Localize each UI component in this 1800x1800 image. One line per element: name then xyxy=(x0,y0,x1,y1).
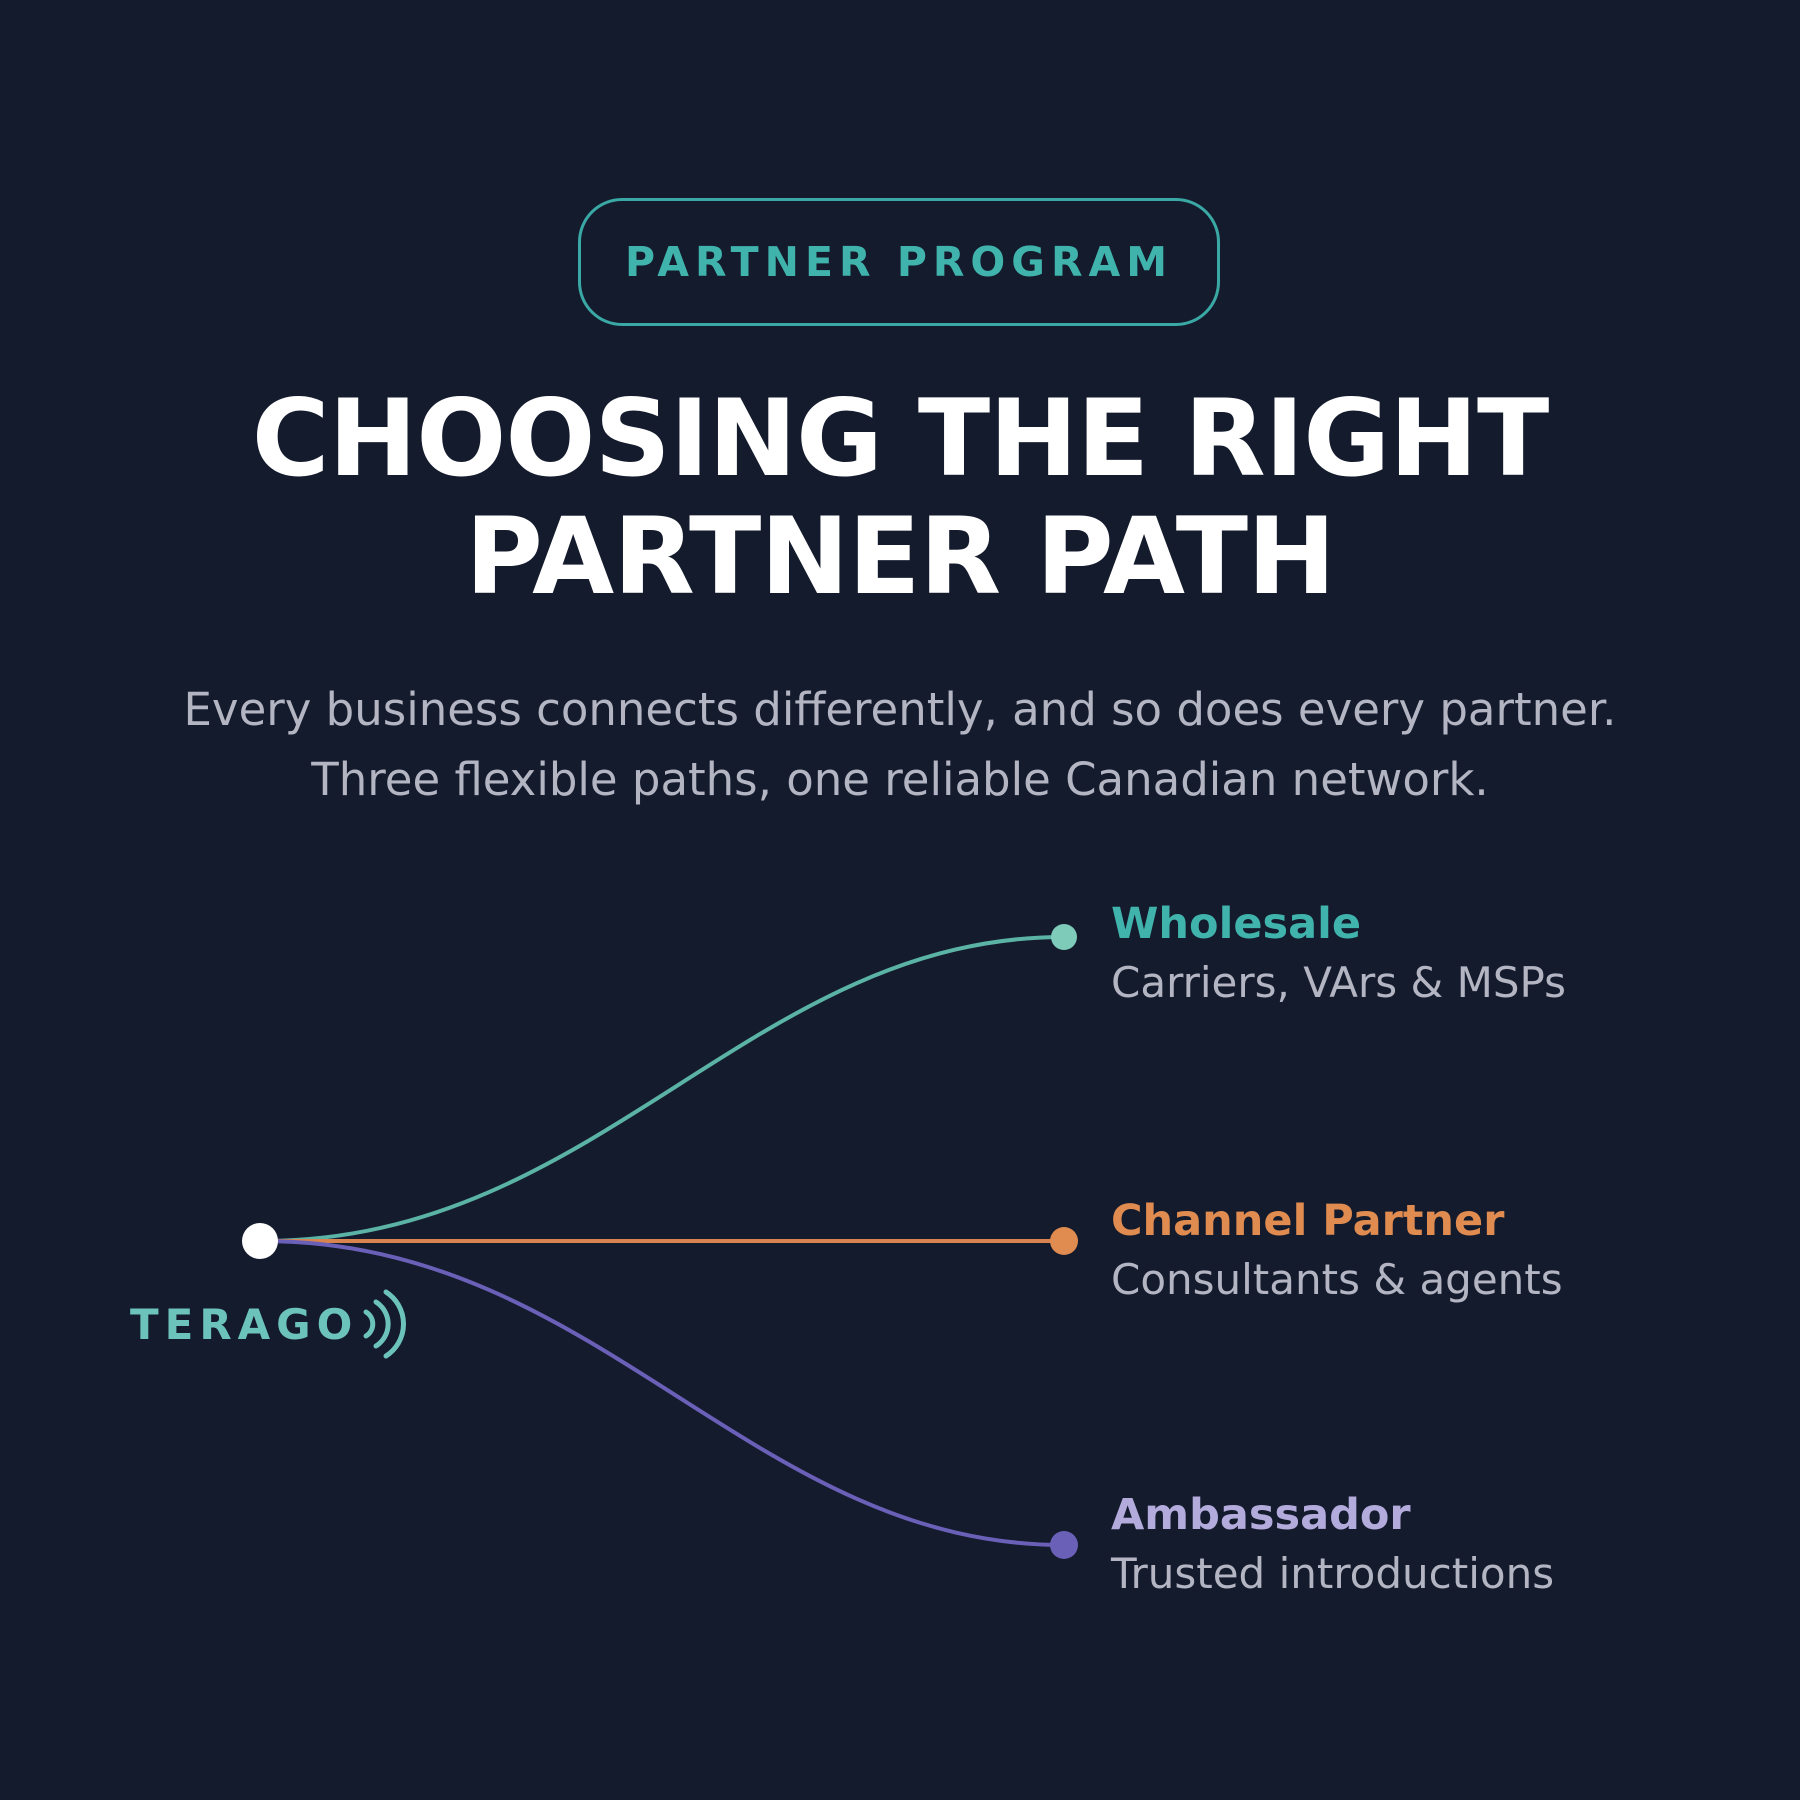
partner-program-badge: PARTNER PROGRAM xyxy=(578,198,1220,326)
terago-logo: TERAGO xyxy=(130,1286,408,1362)
wholesale-endpoint-dot xyxy=(1051,924,1077,950)
subtitle-line-1: Every business connects differently, and… xyxy=(183,683,1617,736)
path-channel-partner: Channel Partner Consultants & agents xyxy=(1111,1193,1563,1311)
logo-wordmark: TERAGO xyxy=(130,1299,359,1349)
path-ambassador: Ambassador Trusted introductions xyxy=(1111,1487,1554,1605)
path-wholesale: Wholesale Carriers, VArs & MSPs xyxy=(1111,896,1566,1014)
path-description: Trusted introductions xyxy=(1111,1549,1555,1598)
ambassador-endpoint-dot xyxy=(1050,1531,1078,1559)
subtitle-line-2: Three flexible paths, one reliable Canad… xyxy=(311,753,1489,806)
path-description: Carriers, VArs & MSPs xyxy=(1111,958,1566,1007)
path-description: Consultants & agents xyxy=(1111,1255,1563,1304)
ambassador-connector xyxy=(261,1239,1065,1547)
title-line-2: PARTNER PATH xyxy=(465,495,1336,618)
origin-node xyxy=(242,1223,278,1259)
page-subtitle: Every business connects differently, and… xyxy=(0,675,1800,815)
path-name: Ambassador xyxy=(1111,1490,1411,1540)
signal-waves-icon xyxy=(363,1289,407,1359)
channel-partner-endpoint-dot xyxy=(1050,1227,1078,1255)
path-name: Channel Partner xyxy=(1111,1196,1505,1246)
path-name: Wholesale xyxy=(1111,899,1362,949)
page-title: CHOOSING THE RIGHT PARTNER PATH xyxy=(0,380,1800,616)
badge-label: PARTNER PROGRAM xyxy=(624,238,1174,286)
title-line-1: CHOOSING THE RIGHT xyxy=(251,377,1550,500)
wholesale-connector xyxy=(261,935,1065,1243)
